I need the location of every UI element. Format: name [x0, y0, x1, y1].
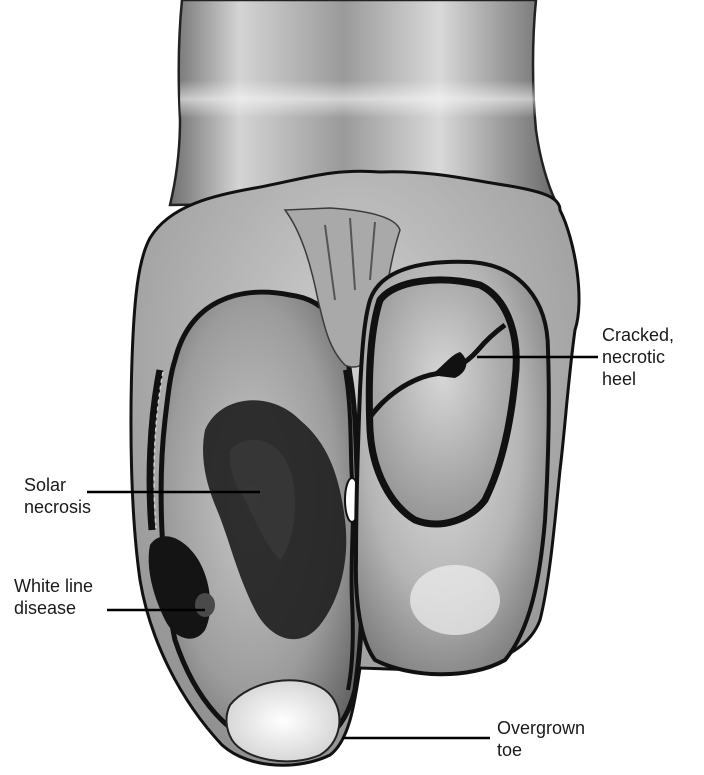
- overgrown-toe-tip: [226, 680, 339, 761]
- label-overgrown-line1: Overgrown: [497, 717, 585, 739]
- label-solar-necrosis: Solar necrosis: [24, 474, 91, 518]
- label-cracked-necrotic-heel: Cracked, necrotic heel: [602, 324, 674, 390]
- label-white-line1: White line: [14, 575, 93, 597]
- label-solar-line1: Solar: [24, 474, 91, 496]
- label-overgrown-toe: Overgrown toe: [497, 717, 585, 761]
- label-cracked-line2: necrotic: [602, 346, 674, 368]
- label-white-line-disease: White line disease: [14, 575, 93, 619]
- right-claw: [356, 262, 549, 675]
- label-overgrown-line2: toe: [497, 739, 585, 761]
- label-solar-line2: necrosis: [24, 496, 91, 518]
- label-cracked-line3: heel: [602, 368, 674, 390]
- label-cracked-line1: Cracked,: [602, 324, 674, 346]
- cracked-heel-bulb: [369, 280, 516, 524]
- label-white-line2: disease: [14, 597, 93, 619]
